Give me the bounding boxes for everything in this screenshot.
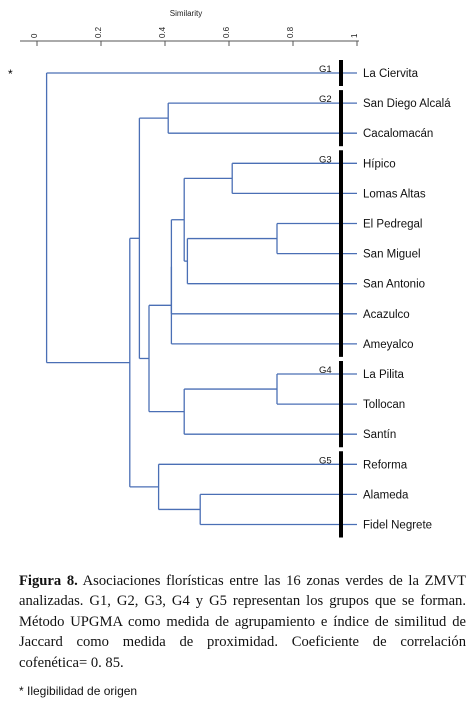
leaf-label: San Miguel xyxy=(363,249,421,261)
axis-tick-label: 0.2 xyxy=(94,26,103,38)
axis-tick-label: 0.8 xyxy=(286,26,295,38)
group-label: G5 xyxy=(319,455,332,466)
leaf-label: San Antonio xyxy=(363,279,425,291)
axis-label: Similarity xyxy=(170,9,202,18)
figure-caption: Figura 8. Asociaciones florísticas entre… xyxy=(19,571,466,673)
leaf-label: Alameda xyxy=(363,489,409,501)
leaf-label: La Ciervita xyxy=(363,68,419,80)
dendrogram-branches xyxy=(45,72,357,526)
leaf-label: La Pilita xyxy=(363,369,405,381)
leaf-label: Tollocan xyxy=(363,399,405,411)
leaf-label: Hípico xyxy=(363,158,396,170)
leaf-label: El Pedregal xyxy=(363,219,422,231)
caption-text: Asociaciones florísticas entre las 16 zo… xyxy=(19,573,466,671)
similarity-axis: 0 0.2 0.4 0.6 0.8 1 xyxy=(20,26,359,46)
group-label: G4 xyxy=(319,365,332,376)
leaf-label: Fidel Negrete xyxy=(363,520,432,532)
asterisk-marker: * xyxy=(8,67,13,81)
leaf-label: Cacalomacán xyxy=(363,128,433,140)
caption-label: Figura 8. xyxy=(19,573,78,589)
leaf-label: San Diego Alcalá xyxy=(363,98,451,110)
axis-tick-label: 1 xyxy=(350,33,359,38)
group-label: G3 xyxy=(319,154,332,165)
leaf-label: Acazulco xyxy=(363,309,410,321)
leaf-label: Reforma xyxy=(363,459,408,471)
leaf-label: Santín xyxy=(363,429,396,441)
illegibility-note: * Ilegibilidad de origen xyxy=(19,684,138,698)
leaf-label: Ameyalco xyxy=(363,339,414,351)
axis-tick-label: 0.6 xyxy=(222,26,231,38)
group-label: G1 xyxy=(319,64,332,75)
leaf-label: Lomas Altas xyxy=(363,188,426,200)
axis-tick-label: 0.4 xyxy=(158,26,167,38)
group-label: G2 xyxy=(319,94,332,105)
axis-tick-label: 0 xyxy=(30,33,39,38)
